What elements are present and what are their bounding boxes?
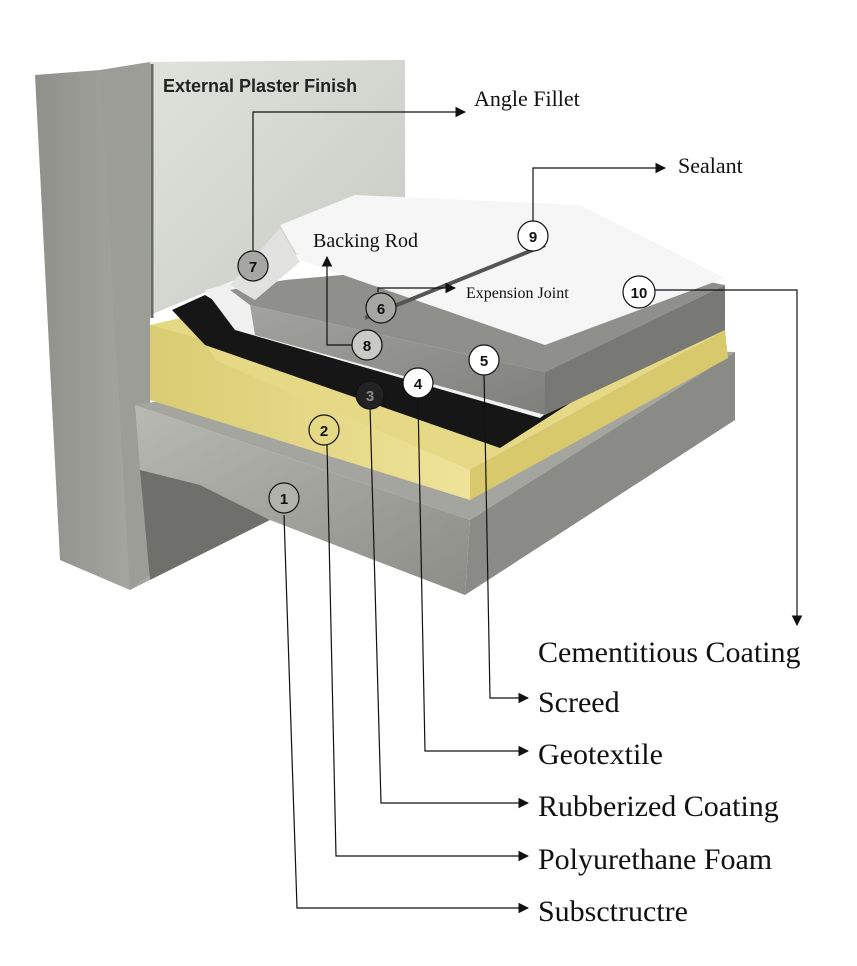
svg-text:7: 7 xyxy=(249,259,257,276)
leader-geotextile xyxy=(417,399,530,757)
label-substructure: Subsctructre xyxy=(538,895,688,928)
svg-text:2: 2 xyxy=(320,423,328,440)
leader-backing-rod xyxy=(321,255,355,346)
leader-screed xyxy=(483,371,530,704)
svg-text:5: 5 xyxy=(480,353,488,370)
label-screed: Screed xyxy=(538,686,620,719)
leader-foam xyxy=(326,444,530,862)
screed-front xyxy=(250,305,545,415)
leader-expansion-joint xyxy=(377,282,457,294)
wall-plaster-face xyxy=(150,60,405,315)
marker-9: 9 xyxy=(517,220,549,252)
wall-front-face xyxy=(35,70,150,590)
leader-substructure xyxy=(283,514,530,914)
leader-cementitious xyxy=(655,289,803,627)
marker-8: 8 xyxy=(351,329,383,361)
number-markers: 1 2 3 4 5 6 7 8 xyxy=(237,220,656,514)
wall-edge xyxy=(100,62,150,590)
svg-text:1: 1 xyxy=(280,491,288,508)
screed-right xyxy=(545,285,725,415)
svg-text:8: 8 xyxy=(363,338,371,355)
marker-3: 3 xyxy=(355,380,385,410)
text-labels: External Plaster Finish Angle Fillet Sea… xyxy=(163,76,801,928)
marker-4: 4 xyxy=(402,367,434,399)
label-angle-fillet: Angle Fillet xyxy=(474,86,580,111)
label-rubberized-coating: Rubberized Coating xyxy=(538,790,779,823)
label-sealant: Sealant xyxy=(678,153,743,178)
svg-text:10: 10 xyxy=(631,285,648,302)
marker-5: 5 xyxy=(468,344,500,376)
foam-layer-right xyxy=(470,330,728,500)
leader-angle-fillet xyxy=(252,106,467,250)
label-polyurethane-foam: Polyurethane Foam xyxy=(538,843,772,876)
marker-2: 2 xyxy=(308,414,340,446)
label-backing-rod: Backing Rod xyxy=(313,230,418,252)
label-expansion-joint: Expension Joint xyxy=(466,285,569,302)
label-geotextile: Geotextile xyxy=(538,738,663,771)
svg-text:6: 6 xyxy=(377,301,385,318)
marker-1: 1 xyxy=(268,482,300,514)
svg-text:9: 9 xyxy=(529,229,537,246)
foam-layer-front xyxy=(150,325,470,500)
slab-front-face xyxy=(135,405,470,595)
leader-lines xyxy=(252,106,803,914)
slab-right-face xyxy=(465,352,735,595)
marker-7: 7 xyxy=(237,250,269,282)
svg-text:4: 4 xyxy=(414,376,423,393)
marker-6: 6 xyxy=(365,292,397,324)
coating-top xyxy=(280,195,725,345)
leader-sealant xyxy=(532,162,667,222)
marker-10: 10 xyxy=(622,275,656,309)
leader-rubberized xyxy=(369,404,530,809)
slab-underside xyxy=(140,470,270,580)
wall-label: External Plaster Finish xyxy=(163,76,357,96)
svg-text:3: 3 xyxy=(366,388,374,405)
label-cementitious-coating: Cementitious Coating xyxy=(538,636,801,669)
structure-drawing xyxy=(35,60,735,595)
